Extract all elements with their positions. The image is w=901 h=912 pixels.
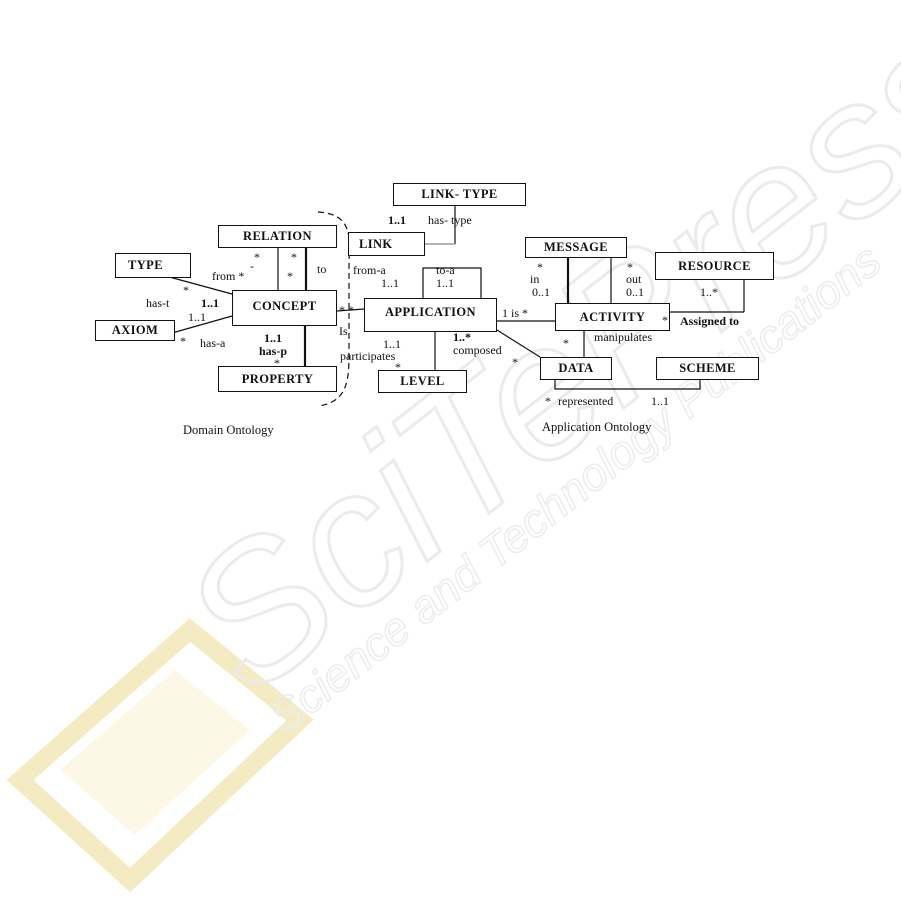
caption-application-ontology: Application Ontology [542, 420, 652, 434]
label-level-star: * [395, 360, 401, 374]
label-rep-mult: 1..1 [651, 394, 669, 408]
label-lt-mult: 1..1 [388, 213, 406, 227]
label-out-mult: 0..1 [626, 285, 644, 299]
entity-message: MESSAGE [525, 237, 627, 258]
label-comp-mult: 1..* [453, 330, 471, 344]
label-rep-star: * [545, 394, 551, 408]
label-assigned-to: Assigned to [680, 314, 740, 328]
label-in-mult: 0..1 [532, 285, 550, 299]
entity-type: TYPE [115, 253, 191, 278]
label-participates: participates [340, 349, 396, 363]
entity-resource-label: RESOURCE [678, 259, 751, 273]
entity-link-label: LINK [359, 237, 393, 251]
label-res-mult: 1..* [700, 285, 718, 299]
label-star-star: * * [339, 303, 354, 317]
label-has-t-mult1: 1..1 [201, 296, 219, 310]
label-to-a: to-a [436, 263, 455, 277]
entity-resource: RESOURCE [655, 252, 774, 280]
label-has-p: has-p [259, 344, 288, 358]
entity-relation-label: RELATION [243, 229, 312, 243]
label-out: out [626, 272, 642, 286]
entity-link: LINK [348, 232, 425, 256]
label-manipulates: manipulates [594, 330, 652, 344]
entity-axiom-label: AXIOM [111, 323, 159, 337]
label-out-star: * [627, 260, 633, 274]
entity-level: LEVEL [378, 370, 467, 393]
entity-application: APPLICATION [364, 298, 497, 332]
caption-domain-ontology: Domain Ontology [183, 423, 274, 437]
entity-scheme-label: SCHEME [679, 361, 736, 375]
label-from-star: from * [212, 269, 245, 283]
entity-scheme: SCHEME [656, 357, 759, 380]
label-has-p-mult: 1..1 [264, 331, 282, 345]
label-has-t-mult2: 1..1 [188, 310, 206, 324]
label-represented: represented [558, 394, 614, 408]
entity-axiom: AXIOM [95, 320, 175, 341]
label-has-t: has-t [146, 296, 170, 310]
label-to-a-mult: 1..1 [436, 276, 454, 290]
entity-level-label: LEVEL [400, 374, 445, 388]
label-has-type: has- type [428, 213, 472, 227]
entity-concept: CONCEPT [232, 290, 337, 326]
label-one-is: 1 is * [502, 306, 529, 320]
entity-property: PROPERTY [218, 366, 337, 392]
label-type-star: * [183, 283, 189, 297]
entity-activity: ACTIVITY [555, 303, 670, 331]
label-has-a: has-a [200, 336, 226, 350]
label-prop-star: * [274, 356, 280, 370]
entity-concept-label: CONCEPT [252, 299, 317, 313]
entity-type-label: TYPE [128, 258, 163, 272]
label-rel-dash: - [250, 259, 254, 273]
label-in-star: * [537, 260, 543, 274]
label-from-a-mult: 1..1 [381, 276, 399, 290]
entity-data: DATA [540, 357, 612, 380]
label-assigned-star: * [662, 313, 668, 327]
label-comp-star: * [512, 355, 518, 369]
entity-property-label: PROPERTY [241, 372, 314, 386]
label-is: Is [339, 324, 348, 338]
entity-data-label: DATA [558, 361, 594, 375]
label-from-a: from-a [353, 263, 386, 277]
entity-message-label: MESSAGE [544, 240, 608, 254]
label-in: in [530, 272, 540, 286]
label-rel-star-c: * [287, 269, 293, 283]
entity-link-type: LINK- TYPE [393, 183, 526, 206]
entity-application-label: APPLICATION [385, 305, 476, 319]
entity-activity-label: ACTIVITY [579, 310, 646, 324]
label-composed: composed [453, 343, 502, 357]
label-act-star: * [563, 336, 569, 350]
label-axiom-star: * [180, 334, 186, 348]
entity-link-type-label: LINK- TYPE [421, 187, 498, 201]
label-rel-star-a: * [254, 250, 260, 264]
entity-relation: RELATION [218, 225, 337, 248]
label-rel-star-b: * [291, 250, 297, 264]
label-to: to [317, 262, 327, 276]
label-part-mult: 1..1 [383, 337, 401, 351]
